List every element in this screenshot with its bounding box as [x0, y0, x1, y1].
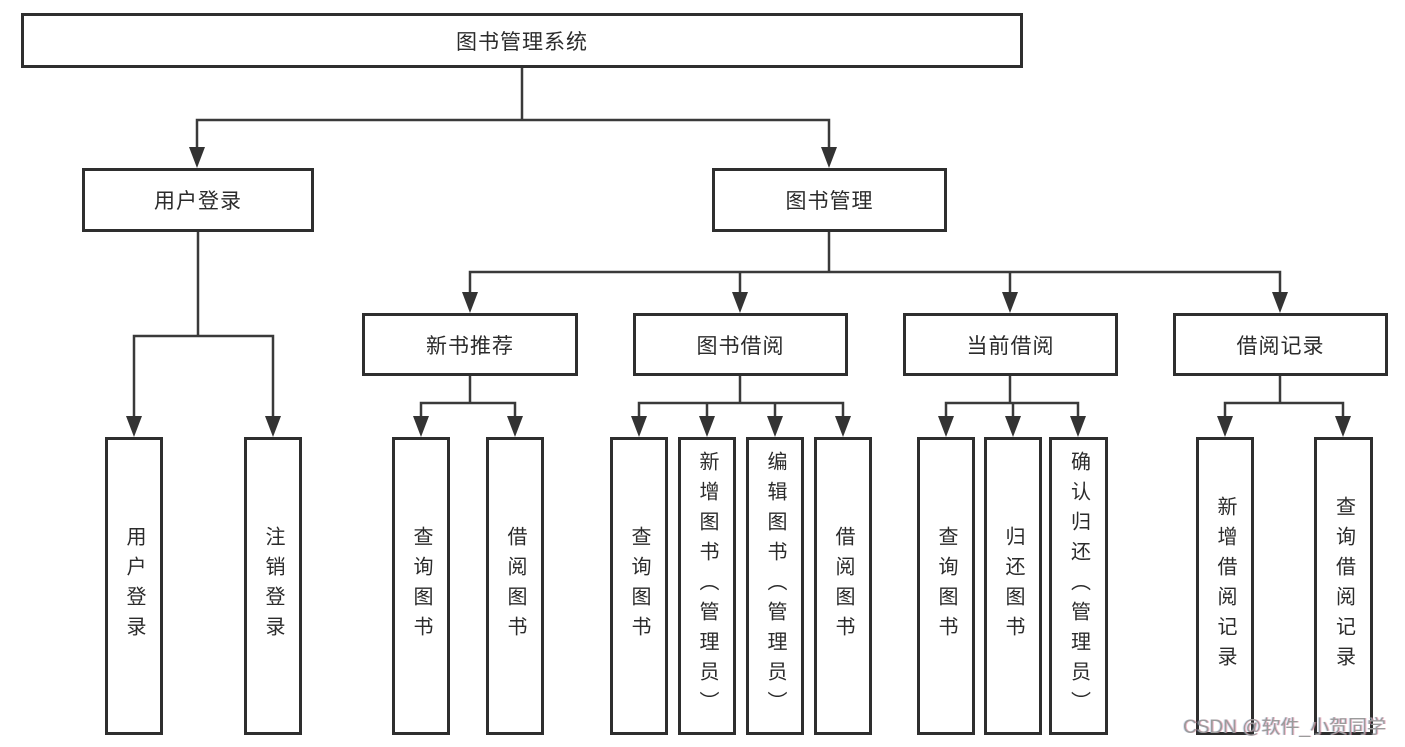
- leaf-logout-label: 注销登录: [262, 526, 284, 646]
- leaf-query-borrow-record: 查询借阅记录: [1314, 437, 1373, 735]
- node-book-management-label: 图书管理: [785, 190, 874, 213]
- leaf-add-borrow-record-label: 新增借阅记录: [1214, 496, 1236, 676]
- node-new-book-recommend: 新书推荐: [362, 313, 578, 376]
- node-root-label: 图书管理系统: [456, 30, 588, 54]
- leaf-query-books-1: 查询图书: [392, 437, 450, 735]
- leaf-borrow-books-1: 借阅图书: [486, 437, 544, 735]
- leaf-borrow-books-2-label: 借阅图书: [832, 526, 854, 646]
- leaf-user-login-label: 用户登录: [123, 526, 145, 646]
- node-book-borrow-label: 图书借阅: [696, 334, 785, 358]
- node-root: 图书管理系统: [21, 13, 1023, 68]
- leaf-confirm-return-admin-label: 确认归还（管理员）: [1067, 451, 1090, 721]
- node-borrow-records: 借阅记录: [1173, 313, 1388, 376]
- leaf-add-books-admin-label: 新增图书（管理员）: [696, 451, 718, 721]
- node-book-borrow: 图书借阅: [633, 313, 848, 376]
- leaf-add-borrow-record: 新增借阅记录: [1196, 437, 1254, 735]
- leaf-borrow-books-2: 借阅图书: [814, 437, 872, 735]
- node-book-management: 图书管理: [712, 168, 947, 232]
- leaf-return-books: 归还图书: [984, 437, 1042, 735]
- node-borrow-records-label: 借阅记录: [1236, 334, 1325, 358]
- leaf-confirm-return-admin: 确认归还（管理员）: [1049, 437, 1108, 735]
- leaf-query-books-3: 查询图书: [917, 437, 975, 735]
- leaf-query-books-1-label: 查询图书: [410, 526, 432, 646]
- node-user-login-label: 用户登录: [154, 190, 242, 213]
- node-new-book-recommend-label: 新书推荐: [426, 334, 514, 358]
- csdn-watermark: CSDN @软件_小贺同学: [1183, 717, 1386, 738]
- leaf-borrow-books-1-label: 借阅图书: [504, 526, 526, 646]
- leaf-logout: 注销登录: [244, 437, 302, 735]
- leaf-user-login: 用户登录: [105, 437, 163, 735]
- leaf-query-books-2: 查询图书: [610, 437, 668, 735]
- leaf-query-borrow-record-label: 查询借阅记录: [1332, 496, 1355, 676]
- node-current-borrow-label: 当前借阅: [966, 334, 1055, 358]
- leaf-add-books-admin: 新增图书（管理员）: [678, 437, 736, 735]
- leaf-query-books-3-label: 查询图书: [935, 526, 957, 646]
- leaf-return-books-label: 归还图书: [1002, 526, 1024, 646]
- node-current-borrow: 当前借阅: [903, 313, 1118, 376]
- node-user-login: 用户登录: [82, 168, 314, 232]
- leaf-query-books-2-label: 查询图书: [628, 526, 650, 646]
- leaf-edit-books-admin-label: 编辑图书（管理员）: [764, 451, 786, 721]
- leaf-edit-books-admin: 编辑图书（管理员）: [746, 437, 804, 735]
